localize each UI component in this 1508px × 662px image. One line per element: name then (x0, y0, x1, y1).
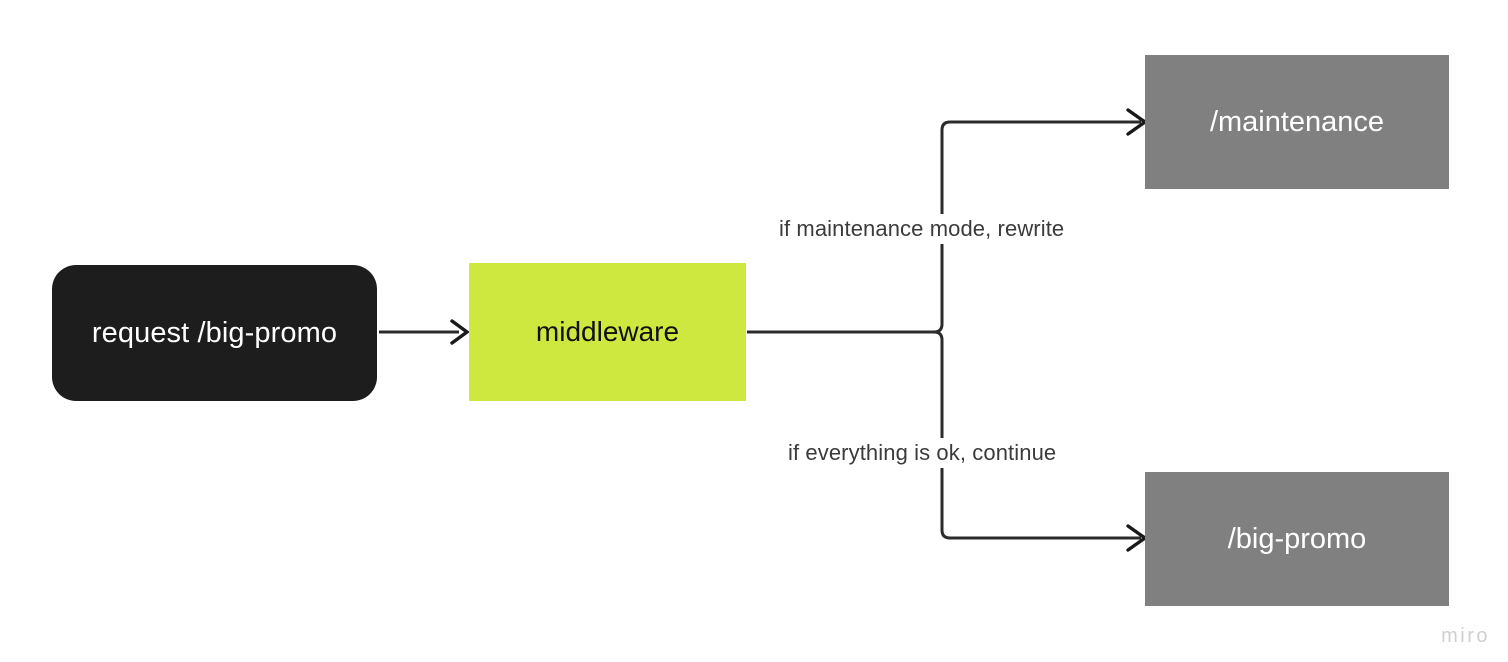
edge-middleware-trunk (747, 323, 944, 341)
node-big-promo[interactable]: /big-promo (1145, 472, 1449, 606)
node-big-promo-label: /big-promo (1227, 522, 1367, 555)
edge-label-continue: if everything is ok, continue (784, 438, 1061, 468)
node-middleware[interactable]: middleware (469, 263, 746, 401)
arrowhead-icon (450, 319, 470, 345)
miro-watermark: miro (1441, 625, 1490, 647)
arrowhead-icon (1126, 524, 1148, 552)
node-request[interactable]: request /big-promo (52, 265, 377, 401)
node-request-label: request /big-promo (91, 316, 338, 349)
node-middleware-label: middleware (535, 316, 680, 348)
node-maintenance-label: /maintenance (1209, 105, 1385, 138)
arrowhead-icon (1126, 108, 1148, 136)
edge-label-maintenance: if maintenance mode, rewrite (775, 214, 1069, 244)
edge-request-to-middleware (379, 319, 470, 345)
node-maintenance[interactable]: /maintenance (1145, 55, 1449, 189)
